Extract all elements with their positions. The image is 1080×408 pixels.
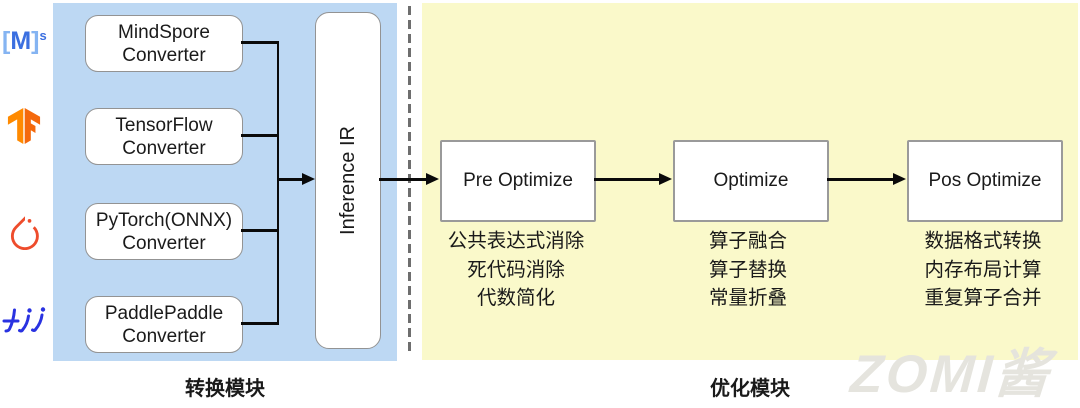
list-item: 死代码消除 (467, 258, 565, 281)
pytorch-icon (8, 212, 42, 255)
arrow-line (277, 178, 303, 181)
arrow-line (594, 178, 660, 181)
optimize-items: 算子融合 算子替换 常量折叠 (648, 227, 848, 313)
list-item: 算子替换 (708, 258, 787, 281)
pytorch-converter-box: PyTorch(ONNX) Converter (85, 203, 243, 260)
paddlepaddle-converter-box: PaddlePaddle Converter (85, 296, 243, 353)
list-item: 重复算子合并 (924, 287, 1042, 309)
pos-optimize-box: Pos Optimize (907, 140, 1063, 222)
mindspore-icon: [M]s (2, 27, 47, 55)
list-item: 常量折叠 (708, 287, 787, 309)
optimization-module-label: 优化模块 (710, 378, 790, 400)
pre-optimize-items: 公共表达式消除 死代码消除 代数简化 (416, 227, 616, 313)
optimize-box: Optimize (673, 140, 829, 222)
converter-label: PaddlePaddle (104, 302, 224, 324)
pre-optimize-box: Pre Optimize (440, 140, 596, 222)
connector-line (241, 229, 279, 232)
mindspore-converter-box: MindSpore Converter (85, 15, 243, 72)
tensorflow-converter-box: TensorFlow Converter (85, 108, 243, 165)
list-item: 算子融合 (708, 230, 787, 252)
converter-label: Converter (122, 232, 206, 254)
stage-title: Optimize (713, 170, 789, 191)
stage-title: Pos Optimize (928, 170, 1042, 191)
list-item: 代数简化 (476, 287, 555, 309)
list-item: 内存布局计算 (924, 258, 1042, 281)
zomi-watermark: ZOMI酱 (848, 345, 1054, 404)
arrowhead-icon (893, 173, 906, 185)
inference-ir-box: Inference IR (315, 12, 381, 349)
paddlepaddle-icon (1, 305, 51, 342)
conversion-module-label: 转换模块 (185, 378, 265, 400)
arrowhead-icon (426, 173, 439, 185)
stage-title: Pre Optimize (463, 170, 573, 191)
converter-label: Converter (122, 325, 206, 347)
converter-label: TensorFlow (115, 114, 213, 136)
converter-label: Converter (122, 44, 206, 66)
pos-optimize-items: 数据格式转换 内存布局计算 重复算子合并 (883, 227, 1080, 313)
converter-label: PyTorch(ONNX) (95, 209, 233, 231)
converter-label: MindSpore (118, 21, 210, 43)
arrow-line (827, 178, 894, 181)
inference-ir-label: Inference IR (336, 126, 359, 235)
connector-line (241, 134, 279, 137)
arrowhead-icon (659, 173, 672, 185)
connector-line (241, 322, 279, 325)
converter-label: Converter (122, 137, 206, 159)
connector-bus-line (276, 41, 279, 325)
list-item: 公共表达式消除 (447, 230, 585, 252)
list-item: 数据格式转换 (924, 230, 1042, 252)
tensorflow-icon (6, 107, 42, 150)
arrowhead-icon (302, 173, 315, 185)
connector-line (241, 41, 279, 44)
module-divider-dashed-line (408, 6, 411, 356)
arrow-line (379, 178, 427, 181)
